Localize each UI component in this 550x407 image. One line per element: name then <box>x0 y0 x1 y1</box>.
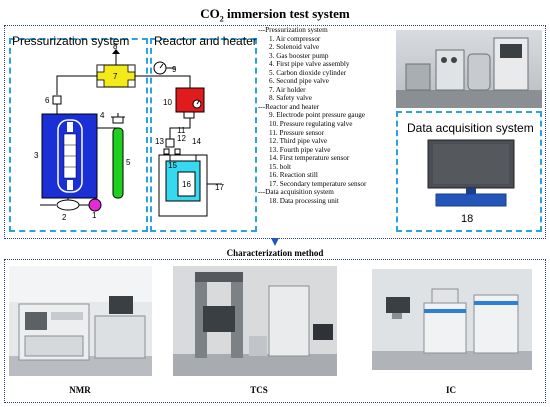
pressurization-label: Pressurization system <box>12 34 130 48</box>
label-8: 8 <box>113 42 118 51</box>
computer-icon <box>427 139 515 207</box>
daq-label: Data acquisition system <box>407 121 534 135</box>
co2-cylinder <box>112 127 124 199</box>
safety-valve-arrow <box>112 49 120 54</box>
legend-item: 16. Reaction still <box>269 171 318 180</box>
schematic-diagram: 1 2 3 4 5 6 7 8 9 10 11 12 13 14 15 16 1… <box>34 42 224 222</box>
nmr-caption: NMR <box>69 385 91 395</box>
label-1: 1 <box>92 211 97 220</box>
legend-header: ---Pressurization system <box>258 26 328 34</box>
pressure-sensor <box>165 138 175 148</box>
label-17: 17 <box>215 183 224 192</box>
page-title: CO2 immersion test system <box>200 6 350 24</box>
label-6: 6 <box>45 96 50 105</box>
label-12: 12 <box>177 134 186 143</box>
legend-item: 12. Third pipe valve <box>269 137 328 146</box>
label-5: 5 <box>126 158 131 167</box>
legend-item: 3. Gas booster pump <box>269 51 329 60</box>
label-4: 4 <box>100 111 105 120</box>
legend-header: ---Reactor and heater <box>258 102 320 111</box>
legend-item: 4. First pipe valve assembly <box>269 60 350 69</box>
nmr-photo <box>9 266 152 376</box>
label-2: 2 <box>62 213 67 222</box>
label-16: 16 <box>182 180 191 189</box>
legend-item: 9. Electrode point pressure gauge <box>269 111 365 120</box>
label-9: 9 <box>172 65 177 74</box>
fourth-pipe-valve <box>163 148 170 155</box>
legend-item: 14. First temperature sensor <box>269 154 350 163</box>
reactor-box <box>150 38 257 232</box>
legend-item: 6. Second pipe valve <box>269 77 329 86</box>
solenoid-valve <box>56 199 80 211</box>
label-13: 13 <box>155 137 164 146</box>
reactor-label: Reactor and heater <box>154 34 257 48</box>
label-7: 7 <box>113 72 118 81</box>
legend-item: 5. Carbon dioxide cylinder <box>269 68 347 77</box>
air-compressor <box>88 198 102 212</box>
legend-item: 18. Data processing unit <box>269 196 339 205</box>
method-frame <box>4 259 546 403</box>
legend-item: 11. Pressure sensor <box>269 128 325 137</box>
legend-item: 7. Air holder <box>269 85 306 94</box>
ic-photo <box>372 269 532 370</box>
label-14: 14 <box>192 137 201 146</box>
second-pipe-valve <box>52 95 62 105</box>
legend-item: 13. Fourth pipe valve <box>269 145 331 154</box>
label-3: 3 <box>34 151 39 160</box>
first-temperature-sensor <box>174 148 181 155</box>
legend-item: 1. Air compressor <box>269 34 321 43</box>
label-10: 10 <box>163 98 172 107</box>
pipe-line <box>169 117 191 140</box>
label-15: 15 <box>168 161 177 170</box>
legend-item: 10. Pressure regulating valve <box>269 120 353 129</box>
equipment-photo <box>396 30 542 108</box>
daq-number: 18 <box>461 213 474 225</box>
down-arrow-icon <box>271 238 279 246</box>
ic-caption: IC <box>445 385 456 395</box>
legend-item: 17. Secondary temperature sensor <box>269 179 367 188</box>
daq-box <box>396 111 542 232</box>
pipe-line <box>56 75 97 95</box>
legend-header: ---Data acquisition system <box>258 188 334 197</box>
pressure-regulating-valve <box>175 87 205 113</box>
tcs-photo <box>173 266 337 376</box>
tcs-caption: TCS <box>250 385 268 395</box>
air-holder <box>96 64 136 88</box>
method-title: Characterization method <box>226 248 324 258</box>
component-legend: ---Pressurization system 1. Air compress… <box>258 26 403 205</box>
legend-item: 8. Safety valve <box>269 94 312 103</box>
legend-item: 2. Solenoid valve <box>269 43 320 52</box>
label-11: 11 <box>177 126 186 135</box>
legend-item: 15. bolt <box>269 162 291 171</box>
first-pipe-valve <box>112 116 124 124</box>
pressurization-box <box>9 38 148 232</box>
